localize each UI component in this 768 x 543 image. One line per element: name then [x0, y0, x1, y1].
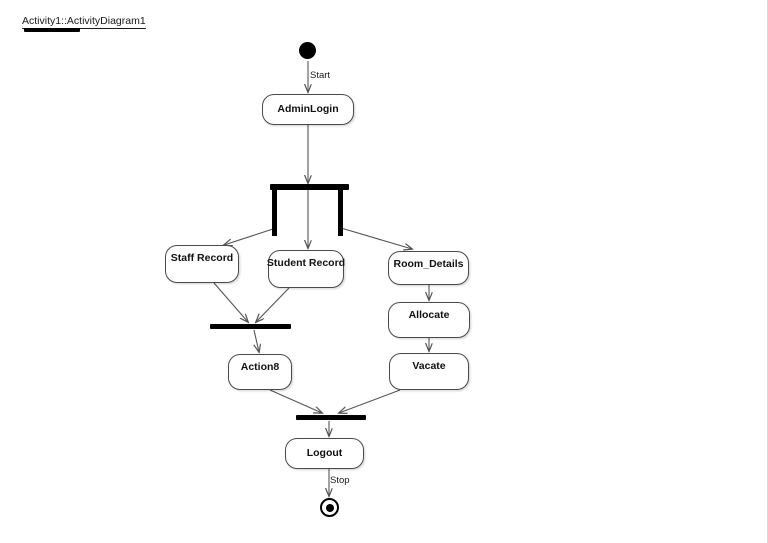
edge-vacate-to-join2	[339, 389, 401, 413]
activity-label-vacate: Vacate	[412, 360, 446, 372]
activity-label-action8: Action8	[240, 361, 280, 373]
edge-studentrecord-to-join1	[256, 287, 290, 322]
edge-action8-to-join2	[269, 389, 322, 413]
initial-node-start[interactable]	[299, 42, 316, 59]
activity-node-logout[interactable]: Logout	[285, 438, 364, 469]
activity-node-vacate[interactable]: Vacate	[389, 353, 469, 390]
fork-bar-horizontal[interactable]	[270, 184, 349, 190]
activity-node-adminlogin[interactable]: AdminLogin	[262, 94, 354, 125]
activity-label-staff-record: Staff Record	[170, 252, 234, 264]
title-underline-bar	[24, 28, 80, 32]
activity-node-room-details[interactable]: Room_Details	[388, 251, 469, 285]
activity-node-staff-record[interactable]: Staff Record	[165, 245, 239, 283]
fork-bar-right-leg	[338, 190, 343, 236]
edge-label-start: Start	[310, 70, 331, 81]
activity-label-room-details: Room_Details	[393, 258, 464, 270]
activity-node-action8[interactable]: Action8	[228, 354, 292, 390]
fork-bar-left-leg	[272, 190, 277, 236]
page-title: Activity1::ActivityDiagram1	[22, 15, 146, 29]
edge-fork-to-staffrecord	[224, 227, 277, 245]
join-bar-1[interactable]	[210, 324, 291, 329]
activity-label-logout: Logout	[306, 446, 343, 459]
edge-join1-to-action8	[254, 329, 259, 352]
diagram-title-group: Activity1::ActivityDiagram1	[22, 11, 146, 32]
edge-fork-to-roomdetails	[340, 227, 412, 249]
activity-node-student-record[interactable]: Student Record	[266, 250, 346, 288]
edge-staffrecord-to-join1	[213, 282, 248, 322]
activity-label-adminlogin: AdminLogin	[277, 102, 339, 115]
final-node-stop[interactable]	[320, 498, 339, 517]
edge-label-stop: Stop	[330, 475, 350, 486]
activity-label-allocate: Allocate	[408, 309, 450, 321]
join-bar-2[interactable]	[296, 415, 366, 420]
activity-label-student-record: Student Record	[266, 257, 346, 269]
activity-node-allocate[interactable]: Allocate	[388, 302, 470, 338]
